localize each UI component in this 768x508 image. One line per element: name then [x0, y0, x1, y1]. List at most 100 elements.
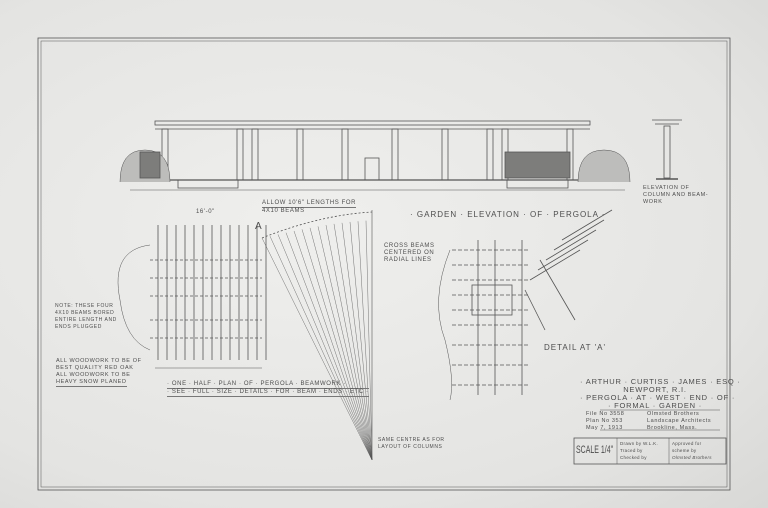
- signature: Olmsted Brothers: [672, 455, 712, 460]
- central-urn: [364, 157, 380, 181]
- detail-junction: [471, 284, 513, 316]
- note-line: ends plugged: [55, 324, 102, 330]
- cross-beams-note: Cross beamscentered onradial lines: [384, 243, 435, 264]
- radial-line: [277, 234, 373, 461]
- subject-line: · Formal · Garden ·: [607, 401, 703, 410]
- note-line: best quality red oak: [56, 365, 134, 371]
- note-line: heavy snow planed: [56, 379, 127, 387]
- pergola-top-beam: [154, 120, 591, 126]
- detail-angled-rafter: [524, 289, 546, 331]
- radial-line: [333, 223, 373, 461]
- client-name: · Arthur · Curtiss · James · Esq ·: [580, 377, 741, 386]
- checked-by: Checked by: [620, 455, 647, 460]
- note-line: All woodwork to be: [56, 372, 131, 378]
- column-elevation: [652, 119, 682, 180]
- bench: [506, 179, 569, 189]
- detail-angled-beam: [553, 219, 605, 251]
- label-line: Elevation of: [643, 185, 690, 191]
- radial-line: [261, 237, 373, 461]
- detail-angled-beam: [545, 229, 597, 261]
- detail-angled-rafter: [539, 259, 576, 321]
- woodwork-note: All woodwork to be ofbest quality red oa…: [56, 358, 142, 387]
- file-number: File No 3558: [586, 411, 625, 417]
- inner-border: [40, 40, 728, 488]
- radial-line: [269, 236, 373, 461]
- pergola-column: [296, 128, 304, 181]
- note-line: radial lines: [384, 257, 432, 263]
- radial-line: [293, 230, 373, 461]
- section-marker: A: [255, 221, 263, 232]
- elevation-title: · Garden · Elevation · of · Pergola ·: [410, 210, 606, 219]
- radial-line: [349, 221, 373, 461]
- bench: [177, 179, 239, 189]
- firm-name: Olmsted Brothers: [647, 411, 700, 417]
- detail-angled-beam: [537, 239, 589, 271]
- note-line: centered on: [384, 250, 435, 256]
- radial-line: [325, 225, 373, 461]
- detail-angled-beam: [529, 249, 581, 281]
- garden-elevation: [119, 120, 631, 191]
- plan-width-dimension: 16'-0": [196, 209, 215, 215]
- firm-title: Landscape Architects: [647, 418, 712, 424]
- scale-label: Scale 1/4": [576, 444, 614, 457]
- drawn-by: Drawn by W.L.K.: [620, 441, 659, 446]
- pergola-column: [251, 128, 259, 181]
- curved-beam-arc: [261, 211, 373, 239]
- note-line: 4x10 beams bored: [55, 310, 115, 316]
- traced-by: Traced by: [620, 448, 643, 453]
- drawing-date: May 7, 1913: [586, 425, 623, 431]
- plan-title: · One · half · plan · of · pergola · bea…: [167, 381, 369, 397]
- pergola-column: [486, 128, 494, 181]
- radial-line: [365, 220, 373, 461]
- approval: Approved for scheme by Olmsted Brothers: [672, 440, 712, 461]
- subject-line: · Pergola · at · West · End · of ·: [580, 393, 736, 402]
- title-line: · See · full · size · details · for · be…: [167, 389, 369, 397]
- half-plan-beamwork: [117, 211, 373, 461]
- approved-for: Approved for: [672, 441, 702, 446]
- radial-line: [317, 226, 373, 461]
- pergola-column: [441, 128, 449, 181]
- label-line: work: [643, 199, 663, 205]
- column-elevation-label: Elevation ofcolumn and beam-work: [643, 185, 708, 206]
- pergola-column: [391, 128, 399, 181]
- detail-a: [438, 209, 613, 401]
- approved-by: scheme by: [672, 448, 697, 453]
- radial-line: [309, 227, 373, 461]
- allow-lengths-note: Allow 10'6" lengths for4x10 beams: [262, 200, 357, 215]
- beam-note: Note: these four4x10 beams boredentire l…: [55, 303, 117, 331]
- note-line: layout of columns: [378, 444, 443, 450]
- radial-line: [301, 229, 373, 461]
- plan-number: Plan No 353: [586, 418, 623, 424]
- detail-angled-beam: [561, 209, 613, 241]
- lattice-screen: [504, 151, 571, 179]
- title-block-heading: · Arthur · Curtiss · James · Esq · Newpo…: [580, 377, 741, 410]
- note-line: Same centre as for: [378, 437, 445, 443]
- label-line: column and beam-: [643, 192, 709, 198]
- drafting-credits: Drawn by W.L.K. Traced by Checked by: [620, 440, 658, 461]
- hedge: [577, 149, 631, 183]
- title-block-frame: [573, 409, 727, 465]
- note-line: All woodwork to be of: [56, 358, 142, 364]
- radial-line: [357, 221, 373, 461]
- lattice-screen: [139, 151, 161, 179]
- firm-location: Brookline, Mass.: [647, 425, 698, 431]
- note-line: Allow 10'6" lengths for: [262, 200, 357, 208]
- leader-line: [117, 244, 151, 351]
- note-line: 4x10 beams: [262, 208, 305, 214]
- radial-line: [285, 232, 373, 461]
- radial-line: [341, 222, 373, 461]
- pergola-column: [236, 128, 244, 181]
- centre-note: Same centre as forlayout of columns: [378, 437, 445, 451]
- note-line: Note: these four: [55, 303, 114, 309]
- note-line: Cross beams: [384, 243, 435, 249]
- title-line: · One · half · plan · of · pergola · bea…: [167, 381, 369, 389]
- detail-curve: [438, 249, 452, 401]
- location: Newport, R.I.: [623, 385, 687, 394]
- outer-border: [37, 37, 731, 491]
- pergola-column: [341, 128, 349, 181]
- note-line: entire length and: [55, 317, 117, 323]
